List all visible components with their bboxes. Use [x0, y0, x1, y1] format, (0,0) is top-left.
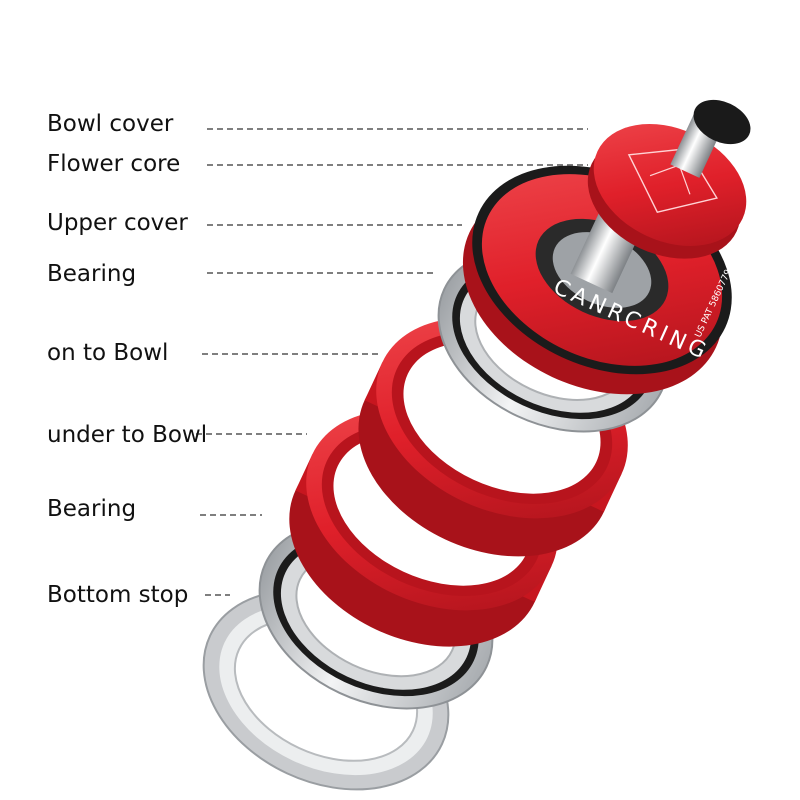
label-bearing-top: Bearing: [47, 261, 137, 287]
label-upper-cover: Upper cover: [47, 210, 188, 236]
label-bowl-cover: Bowl cover: [47, 111, 174, 137]
leader-lines: [196, 128, 588, 596]
label-on-to-bowl: on to Bowl: [47, 340, 169, 366]
label-flower-core: Flower core: [47, 151, 181, 177]
top-bolt: [670, 99, 751, 178]
label-bottom-stop: Bottom stop: [47, 582, 189, 608]
label-under-to-bowl: under to Bowl: [47, 422, 208, 448]
label-bearing-bottom: Bearing: [47, 496, 137, 522]
